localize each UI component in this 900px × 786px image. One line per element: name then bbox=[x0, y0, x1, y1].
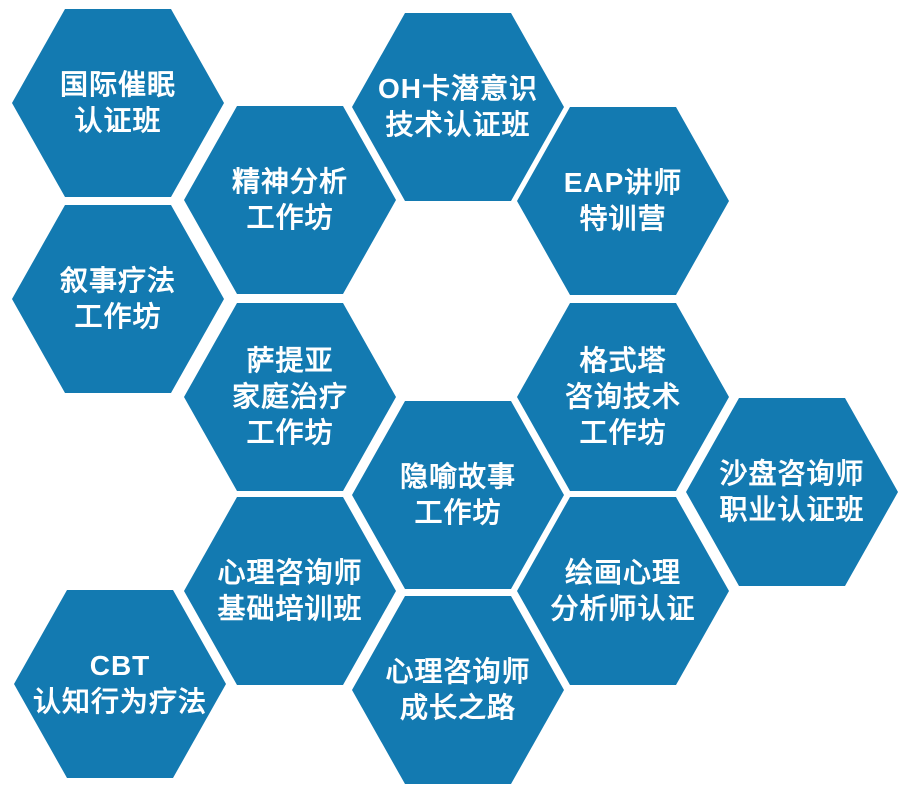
hex-label-narrative-therapy-workshop: 叙事疗法工作坊 bbox=[60, 263, 176, 335]
hex-label-line: 分析师认证 bbox=[550, 593, 696, 624]
hex-label-line: EAP讲师 bbox=[563, 167, 683, 198]
hex-counselor-growth-path: 心理咨询师成长之路 bbox=[352, 596, 564, 784]
hex-label-line: 工作坊 bbox=[246, 202, 334, 233]
hex-label-line: 家庭治疗 bbox=[231, 381, 348, 412]
hex-label-gestalt-counseling-workshop: 格式塔咨询技术工作坊 bbox=[565, 343, 681, 451]
hex-label-line: 工作坊 bbox=[74, 301, 162, 332]
hex-oh-card-subconscious-certification: OH卡潜意识技术认证班 bbox=[352, 13, 564, 201]
hex-label-eap-lecturer-camp: EAP讲师特训营 bbox=[564, 165, 683, 237]
hex-label-metaphor-story-workshop: 隐喻故事工作坊 bbox=[400, 459, 516, 531]
hex-label-counselor-growth-path: 心理咨询师成长之路 bbox=[385, 654, 530, 726]
hex-label-line: 成长之路 bbox=[399, 692, 516, 723]
hex-intl-hypnosis-certification: 国际催眠认证班 bbox=[12, 9, 224, 197]
hex-label-line: 工作坊 bbox=[414, 497, 502, 528]
hex-label-line: CBT bbox=[89, 650, 151, 681]
hex-label-line: 沙盘咨询师 bbox=[719, 458, 865, 489]
hex-label-intl-hypnosis-certification: 国际催眠认证班 bbox=[60, 67, 176, 139]
hex-sandplay-counselor-certification: 沙盘咨询师职业认证班 bbox=[686, 398, 898, 586]
hex-drawing-psych-analyst-cert: 绘画心理分析师认证 bbox=[517, 497, 729, 685]
hex-label-line: 技术认证班 bbox=[385, 109, 531, 140]
hex-metaphor-story-workshop: 隐喻故事工作坊 bbox=[352, 401, 564, 589]
hex-label-line: 格式塔 bbox=[579, 345, 667, 376]
hex-label-line: 精神分析 bbox=[231, 166, 348, 197]
hex-narrative-therapy-workshop: 叙事疗法工作坊 bbox=[12, 205, 224, 393]
hex-label-line: 咨询技术 bbox=[564, 381, 681, 412]
hex-label-oh-card-subconscious-certification: OH卡潜意识技术认证班 bbox=[378, 71, 538, 143]
hex-label-satir-family-therapy-workshop: 萨提亚家庭治疗工作坊 bbox=[232, 343, 348, 451]
hex-label-psychoanalysis-workshop: 精神分析工作坊 bbox=[232, 164, 348, 236]
hex-counselor-basic-training: 心理咨询师基础培训班 bbox=[184, 497, 396, 685]
hex-label-line: 萨提亚 bbox=[246, 345, 334, 376]
hex-label-line: 工作坊 bbox=[246, 417, 334, 448]
hex-eap-lecturer-camp: EAP讲师特训营 bbox=[517, 107, 729, 295]
hex-label-line: 隐喻故事 bbox=[399, 461, 516, 492]
hex-label-line: 心理咨询师 bbox=[385, 656, 531, 687]
hex-label-line: 认知行为疗法 bbox=[32, 686, 207, 717]
hex-satir-family-therapy-workshop: 萨提亚家庭治疗工作坊 bbox=[184, 303, 396, 491]
hex-label-line: 叙事疗法 bbox=[59, 265, 176, 296]
hex-label-line: 心理咨询师 bbox=[217, 557, 363, 588]
hex-gestalt-counseling-workshop: 格式塔咨询技术工作坊 bbox=[517, 303, 729, 491]
hex-label-line: 职业认证班 bbox=[719, 494, 865, 525]
hex-label-line: 认证班 bbox=[74, 105, 162, 136]
hex-label-line: 国际催眠 bbox=[59, 69, 176, 100]
hex-label-line: 特训营 bbox=[579, 203, 667, 234]
hex-cbt-cognitive-behavior-therapy: CBT 认知行为疗法 bbox=[14, 590, 226, 778]
hex-psychoanalysis-workshop: 精神分析工作坊 bbox=[184, 106, 396, 294]
hex-label-line: 工作坊 bbox=[579, 417, 667, 448]
hex-label-sandplay-counselor-certification: 沙盘咨询师职业认证班 bbox=[719, 456, 864, 528]
hex-label-line: 基础培训班 bbox=[217, 593, 363, 624]
hex-label-cbt-cognitive-behavior-therapy: CBT 认知行为疗法 bbox=[33, 648, 207, 720]
hex-label-drawing-psych-analyst-cert: 绘画心理分析师认证 bbox=[550, 555, 695, 627]
hex-label-line: OH卡潜意识 bbox=[377, 73, 538, 104]
hex-label-counselor-basic-training: 心理咨询师基础培训班 bbox=[217, 555, 362, 627]
hex-label-line: 绘画心理 bbox=[564, 557, 681, 588]
